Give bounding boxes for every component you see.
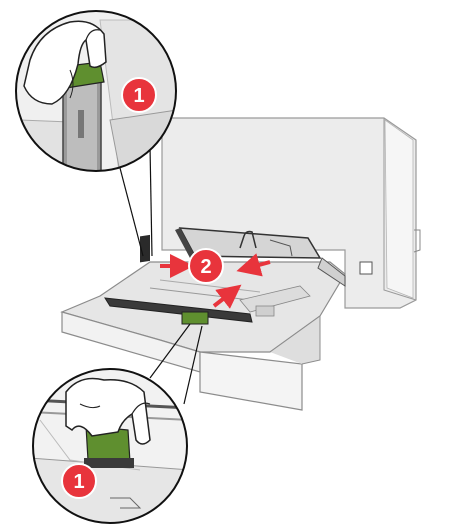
step-badge-2: 2 <box>188 248 224 284</box>
step-badge-1-bottom: 1 <box>61 463 97 499</box>
hand-icon <box>23 20 107 105</box>
step-number: 1 <box>73 471 84 493</box>
printer-body <box>161 117 421 309</box>
adjust-arrows <box>160 253 271 309</box>
hand-icon <box>65 377 151 445</box>
zoom-leader-top <box>119 145 153 257</box>
arrow-icon <box>212 284 242 309</box>
step-number: 1 <box>133 85 144 107</box>
detail-circle-bottom <box>32 368 188 524</box>
step-number: 2 <box>200 256 211 278</box>
step-badge-1-top: 1 <box>121 77 157 113</box>
arrow-icon <box>236 253 271 277</box>
zoom-leader-bottom <box>149 323 203 405</box>
